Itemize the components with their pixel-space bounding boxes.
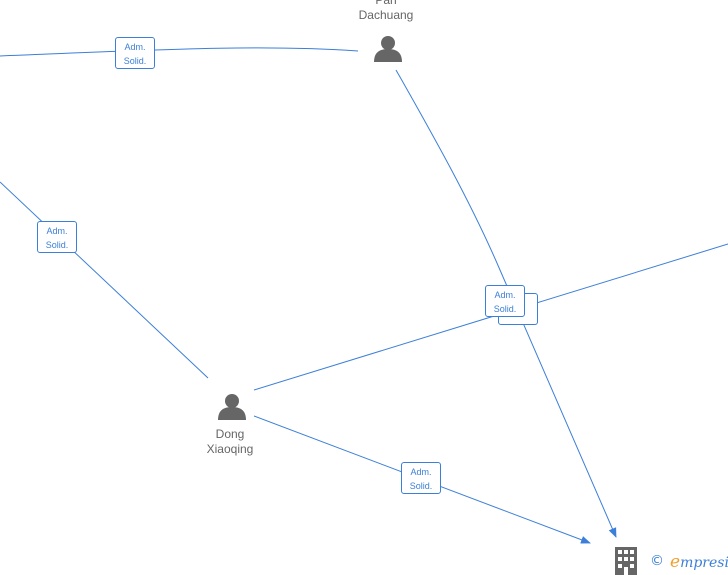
brand-initial: e: [670, 552, 681, 572]
edge-offscreen-pan: [0, 47, 359, 57]
brand-logo: empresia: [670, 552, 728, 572]
relation-badge-line: Solid.: [45, 240, 69, 250]
edge-offscreen-dong: [0, 181, 209, 379]
node-label-pan[interactable]: Pan Dachuang: [336, 0, 436, 23]
building-icon[interactable]: [615, 547, 637, 575]
edge-pan-company: [395, 69, 617, 538]
relation-badge[interactable]: Adm. Solid.: [401, 462, 441, 494]
relation-badge-line: Adm.: [410, 467, 432, 477]
copyright-symbol: ©: [650, 553, 664, 569]
relation-badge-line: Adm.: [124, 42, 146, 52]
person-icon[interactable]: [218, 394, 246, 420]
node-label-line: Xiaoqing: [206, 442, 254, 456]
node-label-line: Dachuang: [358, 8, 414, 22]
relation-badge-line: Solid.: [123, 56, 147, 66]
relation-badge-line: Adm.: [46, 226, 68, 236]
node-label-dong[interactable]: Dong Xiaoqing: [180, 427, 280, 457]
relation-badge-line: Adm.: [494, 290, 516, 300]
person-icon[interactable]: [374, 36, 402, 62]
relation-badge-line: Solid.: [409, 481, 433, 491]
relation-badge[interactable]: Adm. Solid.: [37, 221, 77, 253]
relation-badge-line: Solid.: [493, 304, 517, 314]
brand-rest: mpresia: [680, 555, 728, 571]
node-label-line: Pan: [375, 0, 397, 7]
relation-badge[interactable]: Adm. Solid.: [485, 285, 525, 317]
edge-dong-offscreen-right: [253, 243, 728, 391]
relation-badge[interactable]: Adm. Solid.: [115, 37, 155, 69]
node-label-line: Dong: [215, 427, 245, 441]
